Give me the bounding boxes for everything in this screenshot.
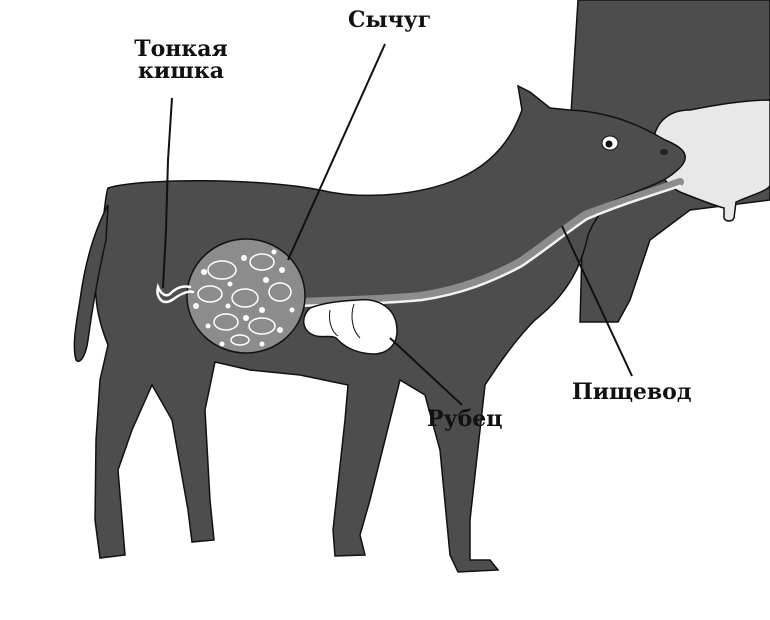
- curd-7: [248, 317, 276, 335]
- rumen-fold-1: [329, 309, 339, 337]
- fat-dot: [243, 315, 249, 321]
- fat-dot: [271, 249, 277, 255]
- small-intestine-label-line2: кишка: [138, 58, 224, 84]
- fat-dot: [193, 303, 199, 309]
- small-intestine-label: Тонкая кишка: [116, 38, 246, 82]
- fat-dot: [263, 277, 269, 283]
- small-intestine-label-line1: Тонкая: [134, 36, 228, 62]
- fat-dot: [289, 307, 295, 313]
- fat-dot: [219, 341, 225, 347]
- rumen-label: Рубец: [427, 406, 503, 432]
- small-intestine-tube: [156, 282, 195, 304]
- small-intestine-leader: [162, 97, 173, 289]
- calf-pupil: [605, 140, 613, 148]
- esophagus-leader: [561, 225, 633, 377]
- esophagus-tube: [296, 178, 684, 306]
- abomasum-label: Сычуг: [348, 7, 432, 33]
- fat-dot: [201, 269, 207, 275]
- curd-1: [207, 260, 237, 280]
- curd-4: [231, 288, 259, 308]
- fat-dot: [241, 255, 247, 261]
- abomasum-organ: [186, 238, 306, 354]
- fat-dot: [205, 323, 211, 329]
- fat-dot: [277, 327, 283, 333]
- fat-dot: [279, 267, 285, 273]
- curd-8: [230, 334, 250, 346]
- curd-3: [197, 285, 223, 303]
- curd-2: [249, 253, 275, 271]
- fat-dot: [227, 281, 233, 287]
- fat-dot: [259, 307, 265, 313]
- curd-5: [268, 282, 292, 302]
- calf-tail: [73, 204, 109, 362]
- fat-dot: [225, 303, 231, 309]
- abomasum-leader: [287, 43, 386, 261]
- esophagus-label: Пищевод: [572, 379, 692, 405]
- curd-6: [213, 313, 239, 331]
- rumen-leader: [389, 337, 463, 406]
- calf-nostril: [660, 149, 668, 155]
- rumen-fold-2: [351, 303, 361, 339]
- rumen-organ: [303, 298, 398, 355]
- fat-dot: [259, 341, 265, 347]
